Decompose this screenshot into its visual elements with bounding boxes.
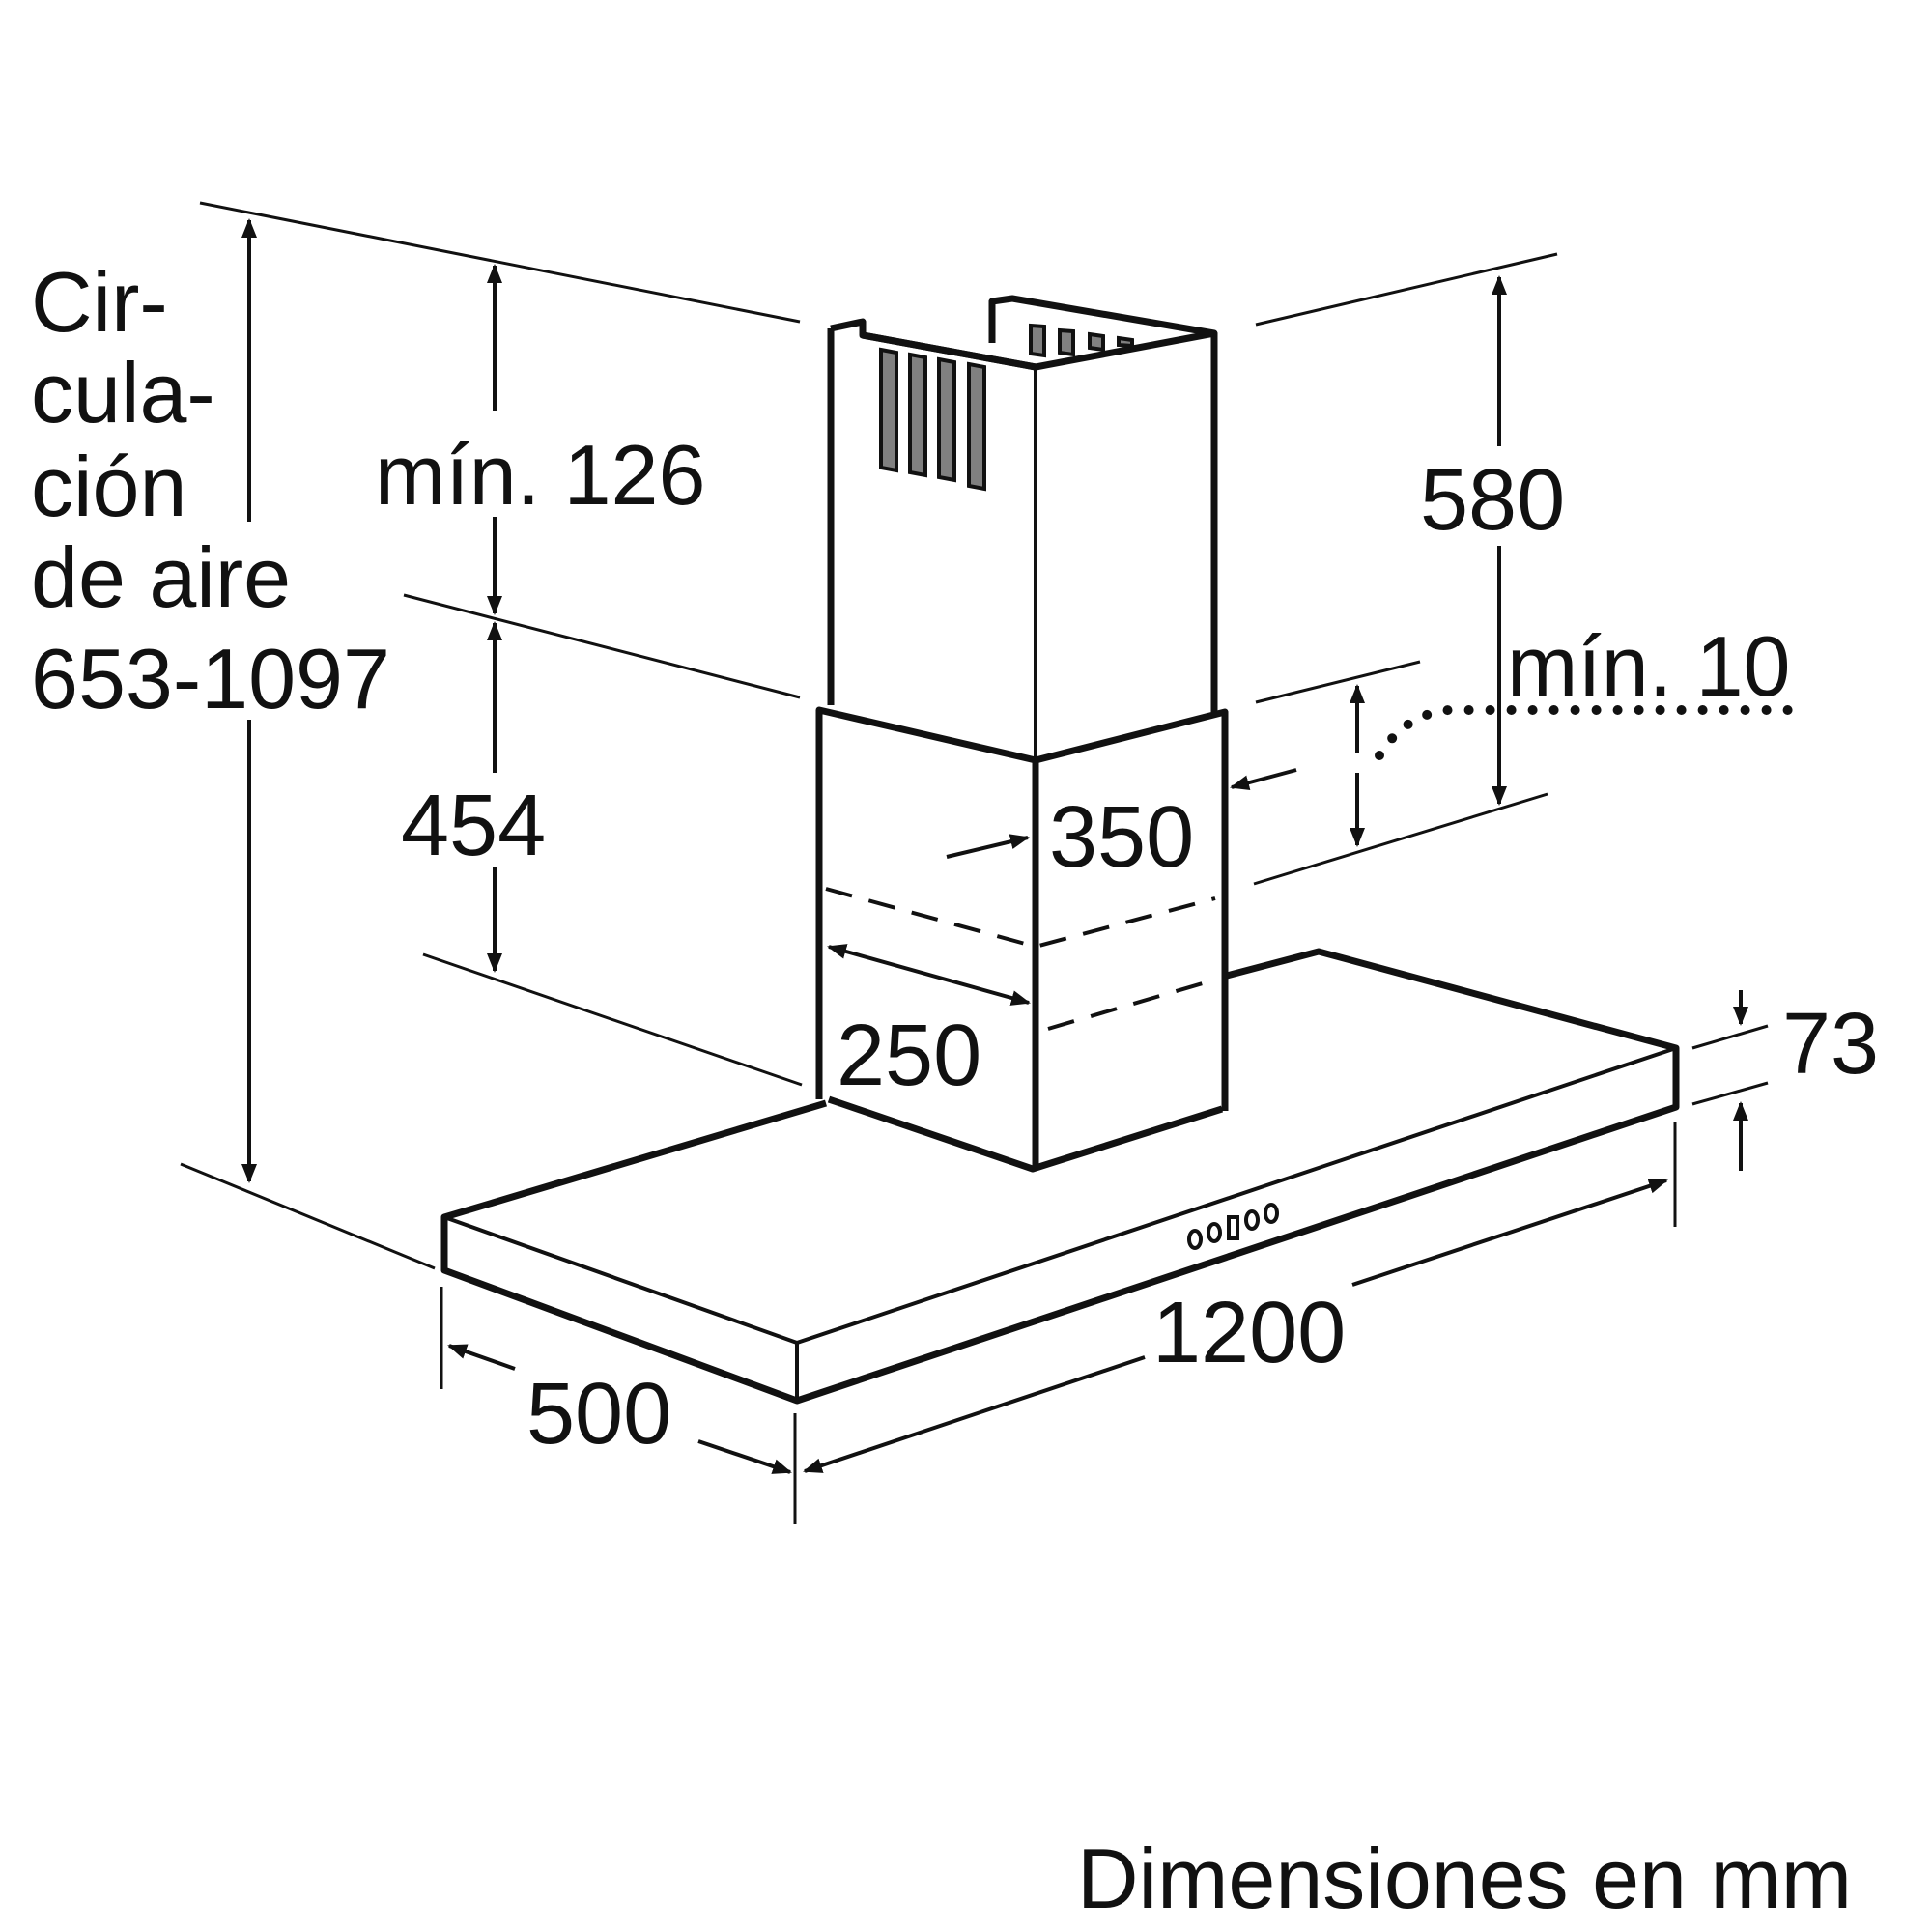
vent-slots [879,323,1134,492]
min-10-label: mín. 10 [1507,618,1790,714]
canopy [440,948,1680,1405]
dim-1200-label: 1200 [1152,1285,1346,1381]
circulation-label-line-3: ción [31,439,186,534]
extension-lines [180,201,1769,1524]
dim-500-label: 500 [526,1366,671,1463]
circulation-range-value: 653-1097 [31,631,390,726]
dim-250-label: 250 [837,1008,981,1104]
min-126-label: mín. 126 [375,427,705,523]
hood-drawing [440,295,1680,1405]
dim-580-label: 580 [1420,452,1565,549]
lower-chimney [815,706,1229,1173]
units-footer: Dimensiones en mm [1077,1831,1852,1926]
dim-454-label: 454 [401,778,546,874]
circulation-label-line-2: cula- [31,345,215,440]
control-buttons-icon [1187,1203,1279,1250]
circulation-label-line-4: de aire [31,529,291,625]
dimension-arrow-icon [242,218,1809,1474]
dim-350-label: 350 [1049,789,1194,886]
upper-chimney [827,295,1218,763]
circulation-label-line-1: Cir- [31,254,168,350]
dim-73-label: 73 [1782,996,1879,1093]
